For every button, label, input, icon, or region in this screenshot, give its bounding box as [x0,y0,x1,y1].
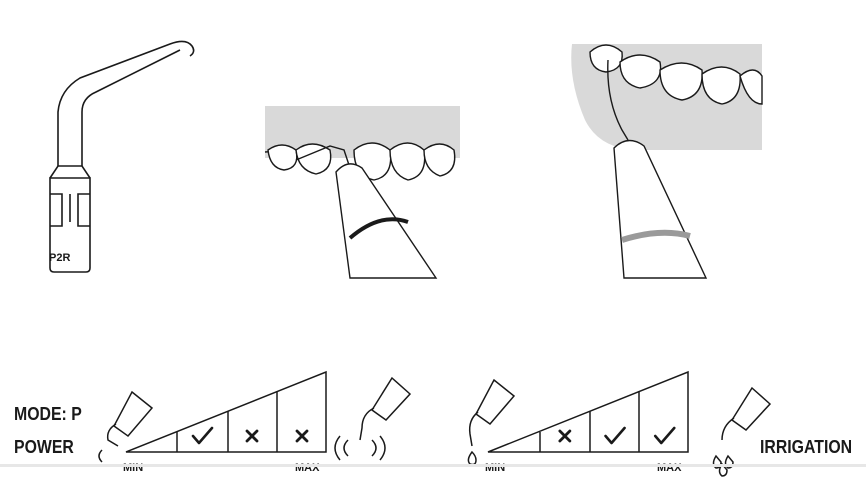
lower-arch-illustration [571,44,763,279]
power-check-icon-1 [191,426,214,445]
mode-label: MODE: P [14,404,82,424]
irrigation-label: IRRIGATION [760,437,853,457]
tip-p2r-illustration [49,40,195,273]
power-cross-icon-3 [295,429,309,443]
power-settings [191,426,309,445]
irrigation-handpiece-right-icon [712,386,772,477]
power-handpiece-right-icon [334,376,412,461]
irrigation-settings [558,426,676,445]
power-chart [125,370,327,453]
power-cross-icon-2 [245,429,259,443]
bottom-divider [0,464,866,467]
irrigation-cross-icon-1 [558,429,572,443]
irrigation-check-icon-2 [604,426,626,445]
irrigation-check-icon-3 [653,426,676,445]
power-handpiece-left-icon [98,390,154,463]
power-label: POWER [14,437,74,457]
irrigation-chart [487,370,689,453]
front-teeth-illustration [264,106,460,279]
irrigation-handpiece-left-icon [467,378,516,466]
tip-name-label: P2R [49,252,71,264]
